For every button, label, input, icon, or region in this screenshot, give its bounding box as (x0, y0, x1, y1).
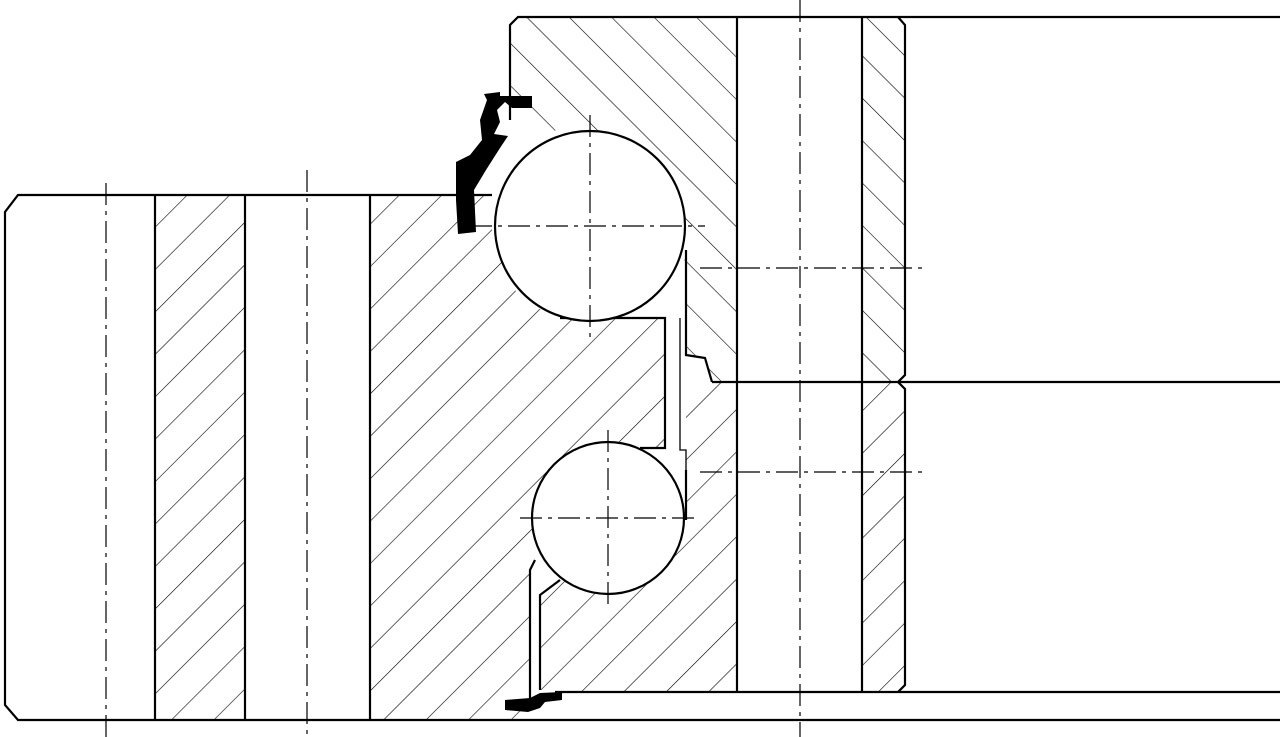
outer-ring-hatch-upper (510, 17, 737, 382)
outer-ring-bottom (538, 579, 561, 690)
outer-ring-hatch-right-lower (862, 382, 905, 692)
outer-ring-raceway (684, 250, 714, 383)
outer-ring-hatch-lower (540, 382, 737, 692)
inner-ring-hatch-main (370, 195, 665, 720)
inner-ring-outline (3, 193, 1280, 722)
inner-ring-hatch-left (155, 195, 245, 720)
lower-seal (505, 692, 562, 712)
outer-ring-hatch-right-upper (862, 17, 905, 382)
gap-line (679, 318, 687, 470)
upper-seal (456, 92, 532, 234)
inner-ring-lower-face (528, 559, 536, 705)
